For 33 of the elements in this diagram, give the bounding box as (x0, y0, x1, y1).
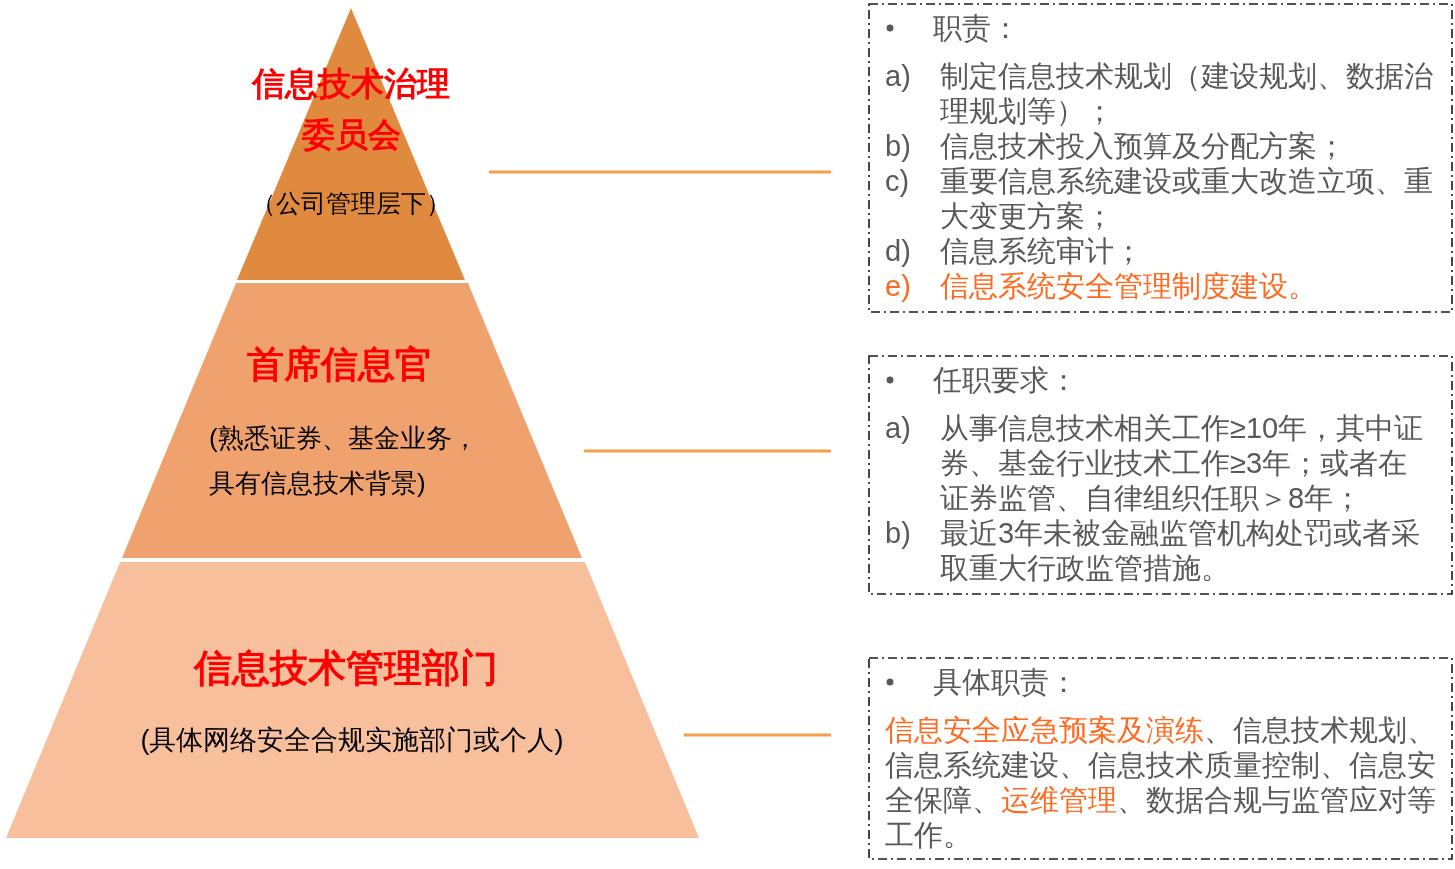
list-heading: 职责： (933, 10, 1021, 46)
tier-subtitle: （公司管理层下） (250, 188, 452, 218)
connector-line (584, 449, 831, 453)
item-letter: d) (885, 233, 912, 269)
list-heading: 任职要求： (933, 362, 1079, 398)
connector-line (684, 733, 831, 737)
item-letter: e) (885, 268, 912, 304)
list-item: 信息系统安全管理制度建设。 (940, 268, 1318, 304)
tier-title: 信息技术治理委员会 (250, 63, 451, 155)
list-item: 信息系统审计； (940, 233, 1144, 269)
list-item: 制定信息技术规划（建设规划、数据治理规划等）； (940, 58, 1434, 129)
list-item: 从事信息技术相关工作≥10年，其中证券、基金行业技术工作≥3年；或者在证券监管、自律组织任职＞8年； (940, 410, 1425, 516)
tier-subtitle: (具体网络安全合规实施部门或个人) (139, 724, 565, 756)
connector-line (489, 170, 831, 174)
info-panel (868, 355, 1453, 595)
pyramid-middle-tier (122, 283, 582, 558)
item-letter: a) (885, 58, 912, 94)
duty-paragraph: 信息安全应急预案及演练、信息技术规划、信息系统建设、信息技术质量控制、信息安全保障、运维管理、数据合规与监管应对等工作。 (885, 712, 1437, 853)
pyramid-base-tier (6, 562, 699, 838)
pyramid-top-triangle (237, 8, 465, 280)
list-item: 信息技术投入预算及分配方案； (940, 128, 1347, 164)
item-letter: c) (885, 163, 911, 199)
info-panel (868, 657, 1453, 860)
list-item: 重要信息系统建设或重大改造立项、重大变更方案； (940, 163, 1434, 234)
item-letter: b) (885, 515, 912, 551)
list-heading: 具体职责： (933, 664, 1079, 700)
tier-title: 信息技术管理部门 (192, 646, 499, 691)
item-letter: a) (885, 410, 912, 446)
list-item: 最近3年未被金融监管机构处罚或者采取重大行政监管措施。 (940, 515, 1422, 586)
item-letter: b) (885, 128, 912, 164)
tier-title: 首席信息官 (245, 343, 433, 387)
info-panel (868, 3, 1453, 313)
tier-subtitle: (熟悉证券、基金业务，具有信息技术背景) (209, 421, 479, 500)
